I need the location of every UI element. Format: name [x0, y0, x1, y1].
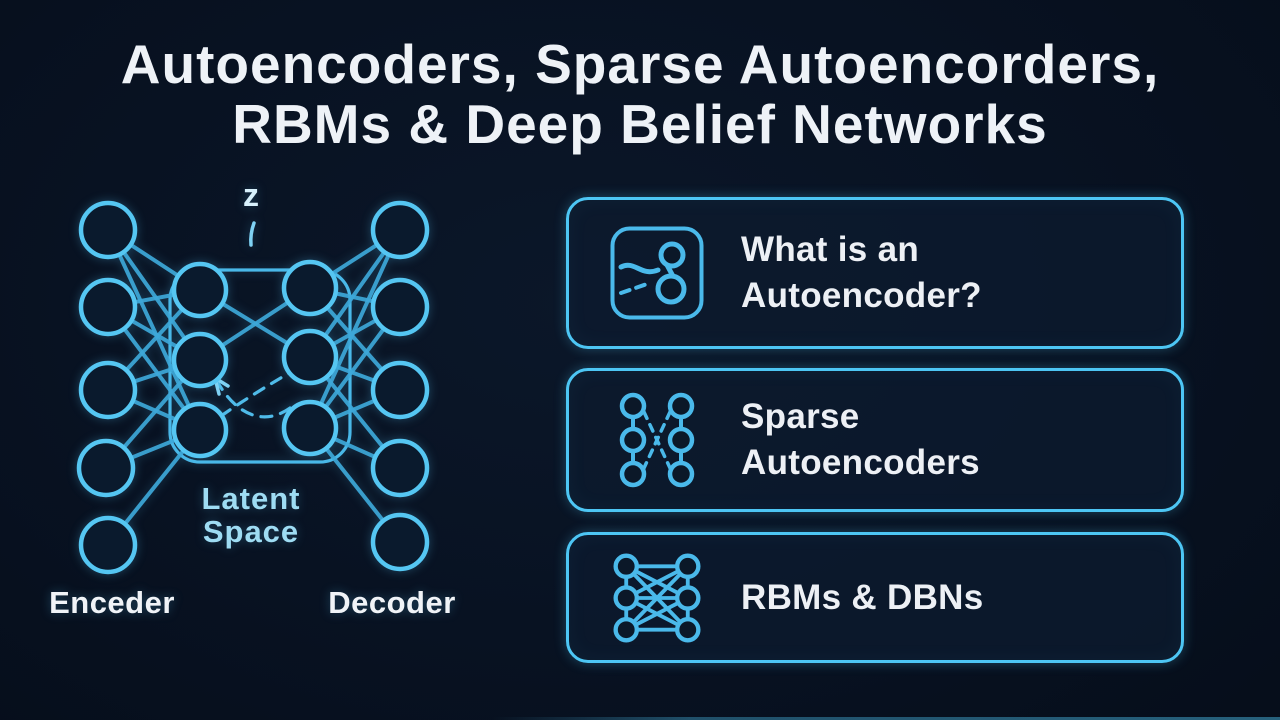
card-title: RBMs & DBNs	[741, 577, 984, 617]
input-layer-nodes	[76, 200, 138, 575]
z-label: z	[243, 177, 259, 213]
card-sparse-autoencoders[interactable]: Sparse Autoencoders	[566, 368, 1184, 512]
card-what-is-autoencoder[interactable]: What is an Autoencoder?	[566, 197, 1184, 349]
bottom-accent-line	[492, 717, 1280, 720]
card-title: Sparse Autoencoders	[741, 397, 980, 482]
encoder-hidden-nodes	[171, 261, 229, 459]
decoder-hidden-nodes	[281, 259, 339, 457]
card-rbms-dbns[interactable]: RBMs & DBNs	[566, 532, 1184, 663]
z-tick-mark	[249, 221, 256, 247]
compress-nodes-icon	[607, 225, 707, 321]
card-title: What is an Autoencoder?	[741, 230, 982, 315]
decoder-label: Decoder	[328, 585, 456, 620]
encoder-label: Enceder	[49, 585, 175, 620]
page-title: Autoencoders, Sparse Autoencorders, RBMs…	[0, 34, 1280, 154]
autoencoder-diagram: z Latent Space Enceder Decoder	[49, 177, 456, 620]
latent-space-label-line1: Latent	[202, 481, 301, 516]
output-layer-nodes	[370, 200, 430, 572]
latent-space-label-line2: Space	[203, 514, 299, 549]
page-title-line2: RBMs & Deep Belief Networks	[232, 93, 1048, 155]
bipartite-network-icon	[607, 550, 707, 646]
page-title-line1: Autoencoders, Sparse Autoencorders,	[120, 33, 1160, 95]
sparse-network-icon	[607, 386, 707, 494]
